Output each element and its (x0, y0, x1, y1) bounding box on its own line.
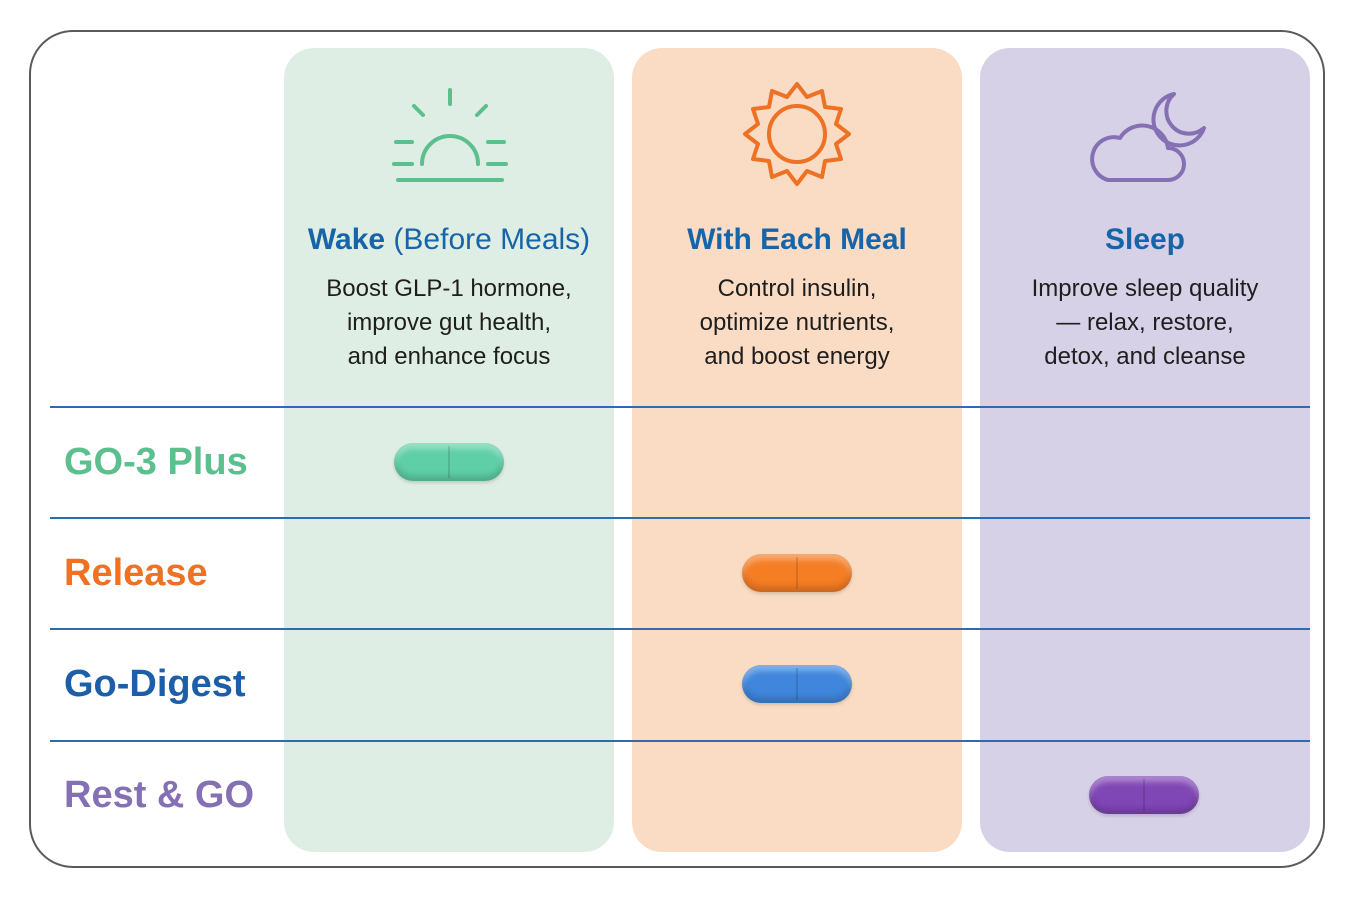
sleep-desc-line: — relax, restore, (1056, 309, 1234, 336)
purple-capsule-icon (1089, 776, 1199, 814)
wake-desc-line: Boost GLP-1 hormone, (326, 275, 572, 302)
sleep-description: Improve sleep quality — relax, restore, … (980, 272, 1310, 374)
wake-title-main: Wake (307, 223, 386, 256)
wake-description: Boost GLP-1 hormone, improve gut health,… (284, 272, 614, 374)
row-divider (50, 628, 1310, 630)
wake-desc-line: improve gut health, (346, 309, 552, 336)
sleep-desc-line: Improve sleep quality (1031, 275, 1259, 302)
green-capsule-icon (394, 443, 504, 481)
meal-header: With Each Meal Control insulin, optimize… (632, 80, 962, 374)
sleep-title: Sleep (980, 222, 1310, 258)
orange-capsule-icon (742, 554, 852, 592)
meal-desc-line: Control insulin, (717, 275, 877, 302)
sleep-desc-line: detox, and cleanse (1044, 343, 1246, 370)
blue-capsule-icon (742, 665, 852, 703)
row-divider (50, 517, 1310, 519)
row-label-go3-plus: GO-3 Plus (64, 441, 248, 483)
sleep-title-main: Sleep (1104, 223, 1186, 256)
sun-icon (743, 82, 851, 186)
sleep-header: Sleep Improve sleep quality — relax, res… (980, 80, 1310, 374)
meal-desc-line: optimize nutrients, (699, 309, 895, 336)
moon-cloud-icon (1090, 92, 1206, 182)
meal-title: With Each Meal (632, 222, 962, 258)
wake-header: Wake (Before Meals) Boost GLP-1 hormone,… (284, 80, 614, 374)
wake-title: Wake (Before Meals) (284, 222, 614, 258)
row-label-go-digest: Go-Digest (64, 663, 246, 705)
sunrise-icon (392, 88, 508, 182)
row-divider (50, 740, 1310, 742)
wake-title-suffix: (Before Meals) (385, 223, 591, 256)
row-label-rest-go: Rest & GO (64, 774, 255, 816)
row-label-release: Release (64, 552, 208, 594)
meal-desc-line: and boost energy (704, 343, 890, 370)
meal-description: Control insulin, optimize nutrients, and… (632, 272, 962, 374)
wake-desc-line: and enhance focus (347, 343, 551, 370)
row-divider (50, 406, 1310, 408)
meal-title-main: With Each Meal (687, 223, 907, 256)
